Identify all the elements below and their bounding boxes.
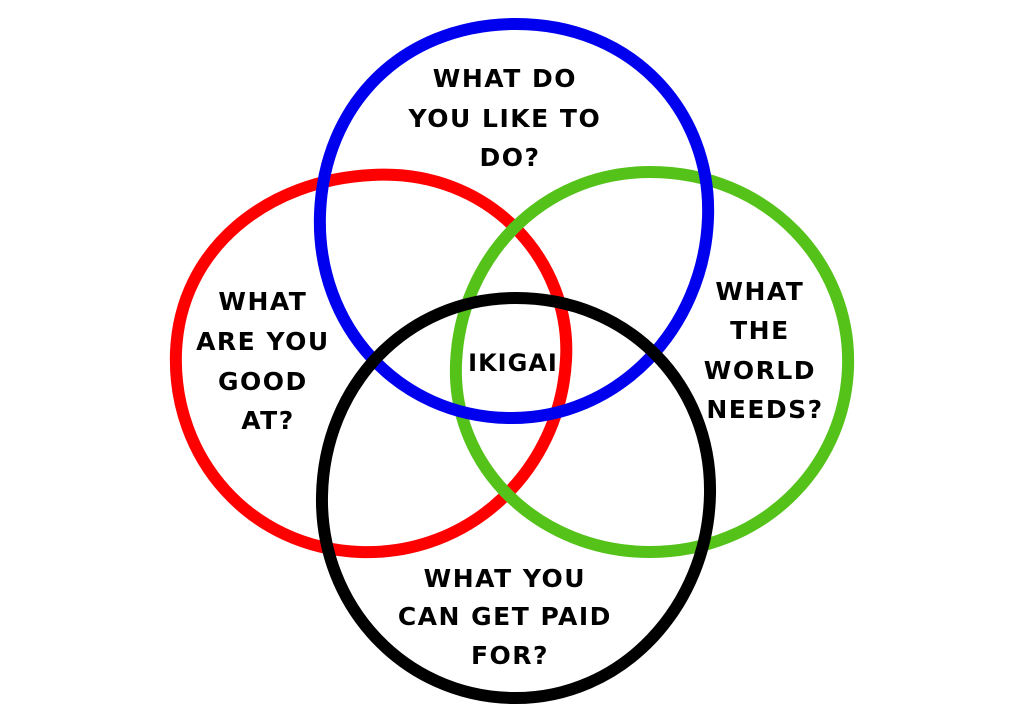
label-line: WHAT YOU bbox=[424, 564, 586, 593]
label-what-are-you-good-at: WHAT ARE YOU GOOD AT? bbox=[196, 287, 340, 435]
circle-what-are-you-good-at bbox=[169, 168, 573, 559]
label-line: WHAT bbox=[715, 277, 804, 306]
circle-what-do-you-like-to-do bbox=[313, 17, 715, 425]
label-line: ARE YOU bbox=[196, 327, 330, 356]
label-line: FOR? bbox=[471, 641, 549, 670]
label-line: NEEDS? bbox=[706, 395, 823, 424]
label-what-the-world-needs: WHAT THE WORLD NEEDS? bbox=[704, 277, 826, 424]
circle-what-you-can-get-paid-for bbox=[315, 291, 717, 705]
circle-what-the-world-needs bbox=[449, 165, 855, 559]
label-line: THE bbox=[730, 316, 790, 345]
label-line: WHAT bbox=[218, 287, 307, 316]
label-line: CAN GET PAID bbox=[398, 602, 612, 631]
label-line: DO? bbox=[479, 143, 540, 172]
label-ikigai-center: IKIGAI bbox=[468, 349, 558, 377]
label-line: YOU LIKE TO bbox=[408, 104, 602, 133]
label-line: AT? bbox=[241, 406, 294, 435]
label-line: WORLD bbox=[704, 356, 816, 385]
label-line: GOOD bbox=[218, 367, 308, 396]
label-what-do-you-like-to-do: WHAT DO YOU LIKE TO DO? bbox=[408, 64, 612, 172]
label-what-you-can-get-paid-for: WHAT YOU CAN GET PAID FOR? bbox=[398, 564, 622, 670]
label-line: WHAT DO bbox=[433, 64, 577, 93]
